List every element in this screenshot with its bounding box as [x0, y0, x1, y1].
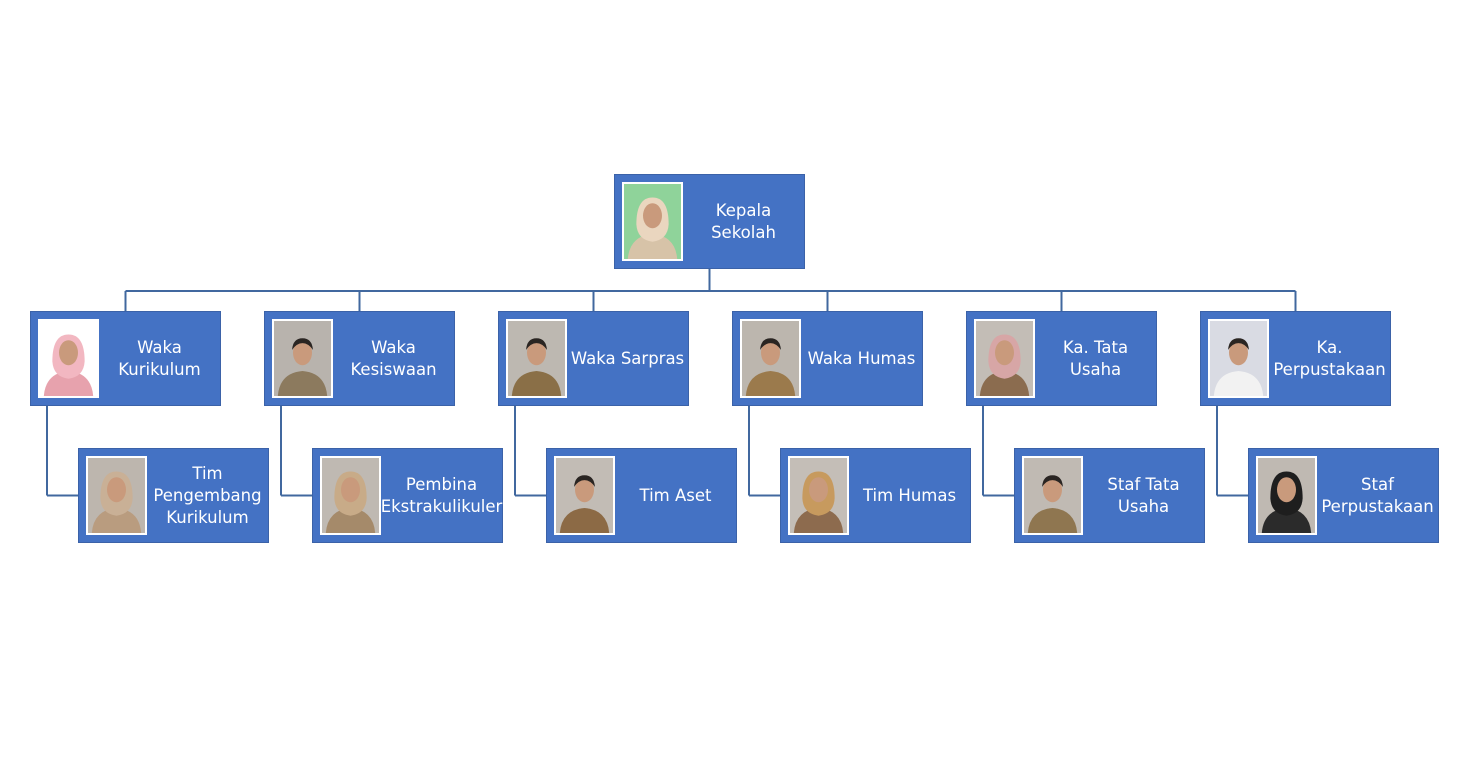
portrait-image: [274, 321, 331, 396]
assistant-photo: [1256, 456, 1317, 535]
photo-body: [1213, 371, 1264, 396]
portrait-image: [790, 458, 847, 533]
node-label: Waka Kesiswaan: [350, 337, 437, 379]
manager-photo: [272, 319, 333, 398]
photo-face: [59, 340, 78, 366]
org-node-manager: Waka Humas: [732, 311, 923, 406]
manager-photo: [38, 319, 99, 398]
node-label: Waka Humas: [807, 348, 916, 368]
photo-body: [793, 508, 844, 533]
org-node-assistant: Pembina Ekstrakulikuler: [312, 448, 503, 543]
photo-face: [1277, 477, 1296, 503]
photo-body: [979, 371, 1030, 396]
manager-photo: [974, 319, 1035, 398]
org-node-manager: Waka Sarpras: [498, 311, 689, 406]
photo-hair: [292, 338, 313, 350]
node-label: Staf Tata Usaha: [1107, 474, 1180, 516]
portrait-image: [508, 321, 565, 396]
photo-face: [761, 340, 780, 366]
photo-body: [43, 371, 94, 396]
photo-face: [293, 340, 312, 366]
photo-face: [809, 477, 828, 503]
photo-face: [107, 477, 126, 503]
portrait-image: [624, 184, 681, 259]
node-label: Staf Perpustakaan: [1321, 474, 1434, 516]
portrait-image: [88, 458, 145, 533]
photo-body: [559, 508, 610, 533]
portrait-image: [1258, 458, 1315, 533]
node-label: Tim Aset: [639, 485, 712, 505]
manager-photo: [506, 319, 567, 398]
org-node-assistant: Tim Humas: [780, 448, 971, 543]
node-label: Tim Pengembang Kurikulum: [153, 463, 262, 527]
photo-hair: [526, 338, 547, 350]
assistant-photo: [320, 456, 381, 535]
node-label: Waka Kurikulum: [118, 337, 201, 379]
node-label: Tim Humas: [862, 485, 957, 505]
assistant-photo: [1022, 456, 1083, 535]
photo-body: [1261, 508, 1312, 533]
photo-face: [643, 203, 662, 229]
assistant-photo: [788, 456, 849, 535]
node-label: Waka Sarpras: [570, 348, 685, 368]
portrait-image: [40, 321, 97, 396]
photo-body: [1027, 508, 1078, 533]
photo-body: [627, 234, 678, 259]
portrait-image: [322, 458, 379, 533]
org-node-manager: Ka. Perpustakaan: [1200, 311, 1391, 406]
photo-hair: [1228, 338, 1249, 350]
org-node-root: Kepala Sekolah: [614, 174, 805, 269]
org-node-assistant: Tim Aset: [546, 448, 737, 543]
photo-hair: [574, 475, 595, 487]
org-node-assistant: Staf Perpustakaan: [1248, 448, 1439, 543]
org-node-manager: Waka Kesiswaan: [264, 311, 455, 406]
portrait-image: [976, 321, 1033, 396]
photo-face: [527, 340, 546, 366]
portrait-image: [556, 458, 613, 533]
portrait-image: [1024, 458, 1081, 533]
node-label: Ka. Tata Usaha: [1062, 337, 1129, 379]
photo-face: [575, 477, 594, 503]
photo-body: [277, 371, 328, 396]
org-node-assistant: Tim Pengembang Kurikulum: [78, 448, 269, 543]
photo-face: [341, 477, 360, 503]
photo-face: [1043, 477, 1062, 503]
photo-face: [995, 340, 1014, 366]
org-node-manager: Ka. Tata Usaha: [966, 311, 1157, 406]
photo-hair: [760, 338, 781, 350]
org-node-assistant: Staf Tata Usaha: [1014, 448, 1205, 543]
root-photo: [622, 182, 683, 261]
portrait-image: [742, 321, 799, 396]
assistant-photo: [554, 456, 615, 535]
node-label: Kepala Sekolah: [711, 200, 776, 242]
manager-photo: [740, 319, 801, 398]
assistant-photo: [86, 456, 147, 535]
portrait-image: [1210, 321, 1267, 396]
photo-body: [745, 371, 796, 396]
manager-photo: [1208, 319, 1269, 398]
org-node-manager: Waka Kurikulum: [30, 311, 221, 406]
node-label: Ka. Perpustakaan: [1273, 337, 1386, 379]
photo-hair: [1042, 475, 1063, 487]
photo-face: [1229, 340, 1248, 366]
photo-body: [325, 508, 376, 533]
photo-body: [91, 508, 142, 533]
photo-body: [511, 371, 562, 396]
node-label: Pembina Ekstrakulikuler: [380, 474, 503, 516]
